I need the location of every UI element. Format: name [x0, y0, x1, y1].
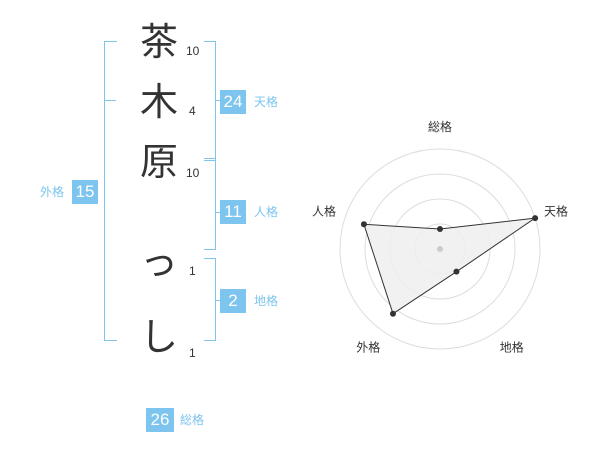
radar-axis-label-1: 総格 [428, 119, 452, 134]
jinkaku-value-badge: 11 [220, 200, 246, 224]
radar-point-2 [532, 215, 539, 222]
soukaku-value-badge: 26 [146, 408, 174, 432]
name-char-2: 木 [139, 80, 178, 124]
tenkaku-tick [215, 100, 220, 101]
gaikaku-bracket-tick [104, 100, 116, 101]
radar-point-1 [437, 226, 443, 232]
stroke-count-2: 4 [189, 104, 196, 118]
jinkaku-bracket [204, 158, 216, 250]
radar-ring-3 [364, 173, 516, 325]
soukaku-label: 総格 [180, 413, 205, 427]
stroke-count-3: 10 [186, 166, 200, 180]
gaikaku-value-badge: 15 [72, 180, 98, 204]
radar-axis-label-5: 人格 [312, 203, 336, 218]
radar-axis-label-2: 天格 [544, 203, 568, 218]
radar-center-dot [437, 246, 443, 252]
radar-point-5 [360, 221, 367, 228]
radar-point-4 [389, 310, 396, 317]
chikaku-bracket [204, 258, 216, 341]
name-char-5: し [139, 315, 178, 359]
radar-ring-4 [339, 148, 541, 350]
jinkaku-tick [215, 212, 220, 213]
name-char-4: っ [139, 240, 178, 284]
name-char-3: 原 [139, 140, 178, 184]
gaikaku-bracket [104, 41, 117, 341]
tenkaku-bracket [204, 41, 216, 161]
stroke-count-1: 10 [186, 44, 200, 58]
chikaku-value-badge: 2 [220, 289, 246, 313]
radar-point-3 [453, 268, 460, 275]
tenkaku-value-badge: 24 [220, 90, 246, 114]
radar-axis-label-4: 外格 [356, 340, 380, 355]
radar-polygon [363, 217, 536, 315]
chikaku-label: 地格 [254, 294, 279, 308]
name-char-1: 茶 [139, 20, 178, 64]
chikaku-tick [215, 300, 220, 301]
jinkaku-label: 人格 [254, 205, 279, 219]
gaikaku-label: 外格 [40, 185, 65, 199]
tenkaku-label: 天格 [254, 95, 279, 109]
radar-axis-label-3: 地格 [500, 340, 524, 355]
stroke-count-5: 1 [189, 346, 196, 360]
stroke-count-4: 1 [189, 264, 196, 278]
